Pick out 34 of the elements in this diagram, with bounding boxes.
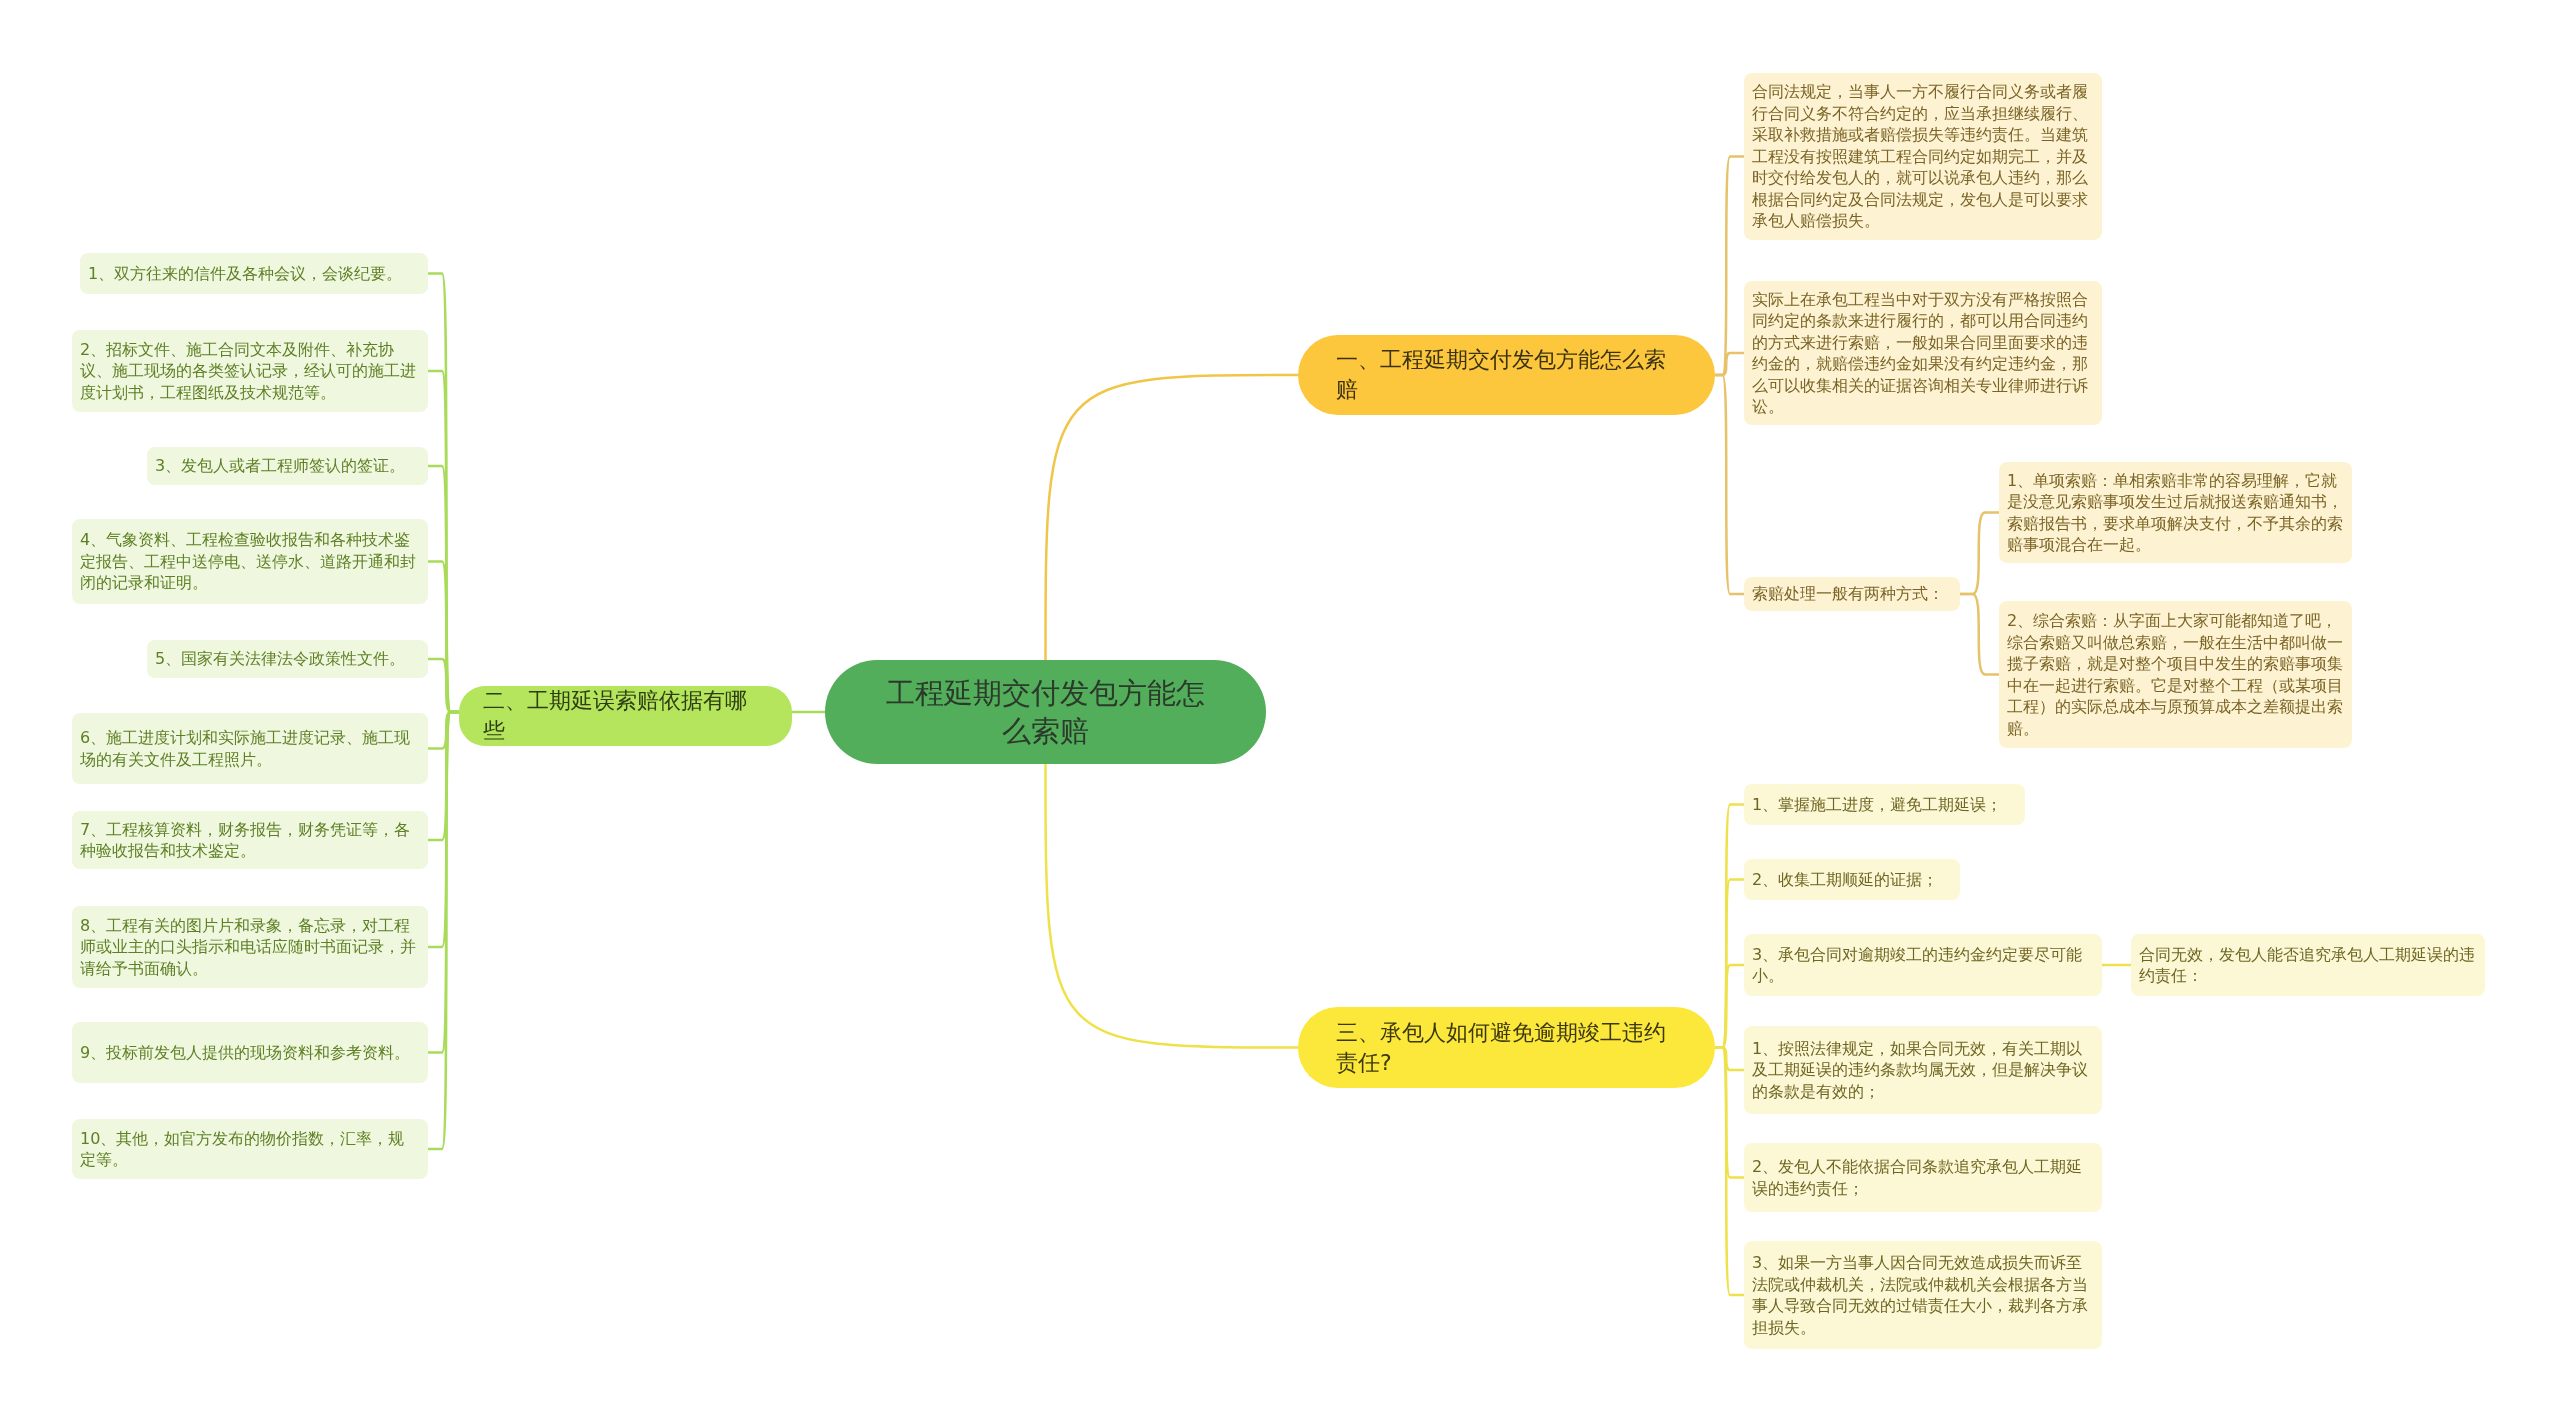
connector-line (1715, 373, 1744, 596)
connector-line (1044, 373, 1298, 660)
note-card: 5、国家有关法律法令政策性文件。 (147, 640, 428, 678)
note-card: 7、工程核算资料，财务报告，财务凭证等，各种验收报告和技术鉴定。 (72, 811, 428, 869)
branch-pill: 二、工期延误索赔依据有哪些 (459, 686, 792, 746)
note-card: 2、综合索赔：从字面上大家可能都知道了吧，综合索赔又叫做总索赔，一般在生活中都叫做一揽子索赔，就是对整个项目中发生的索赔事项集中在一起进行索赔。它是对整个工程（或某项目工程）的实际总成本与原预算成本之差额提出索赔。 (1999, 601, 2352, 748)
note-card: 2、收集工期顺延的证据； (1744, 859, 1960, 900)
note-card: 10、其他，如官方发布的物价指数，汇率，规定等。 (72, 1119, 428, 1179)
connector-line (428, 710, 459, 1151)
note-card: 1、掌握施工进度，避免工期延误； (1744, 784, 2025, 825)
note-card: 8、工程有关的图片片和录象，备忘录，对工程师或业主的口头指示和电话应随时书面记录，并请给予书面确认。 (72, 906, 428, 988)
note-card: 实际上在承包工程当中对于双方没有严格按照合同约定的条款来进行履行的，都可以用合同违约的方式来进行索赔，一般如果合同里面要求的违约金的，就赔偿违约金如果没有约定违约金，那么可以收集相关的证据咨询相关专业律师进行诉讼。 (1744, 281, 2102, 425)
connector-line (1044, 764, 1298, 1049)
topic-pill: 工程延期交付发包方能怎么索赔 (825, 660, 1266, 764)
note-card: 6、施工进度计划和实际施工进度记录、施工现场的有关文件及工程照片。 (72, 713, 428, 784)
note-card: 2、发包人不能依据合同条款追究承包人工期延误的违约责任； (1744, 1143, 2102, 1212)
note-card: 9、投标前发包人提供的现场资料和参考资料。 (72, 1022, 428, 1083)
note-card: 3、承包合同对逾期竣工的违约金约定要尽可能小。 (1744, 934, 2102, 996)
note-card: 1、单项索赔：单相索赔非常的容易理解，它就是没意见索赔事项发生过后就报送索赔通知书，索赔报告书，要求单项解决支付，不予其余的索赔事项混合在一起。 (1999, 462, 2352, 563)
connector-line (1960, 592, 1999, 676)
note-card: 合同法规定，当事人一方不履行合同义务或者履行合同义务不符合约定的，应当承担继续履行、采取补救措施或者赔偿损失等违约责任。当建筑工程没有按照建筑工程合同约定如期完工，并及时交付给发包人的，就可以说承包人违约，那么根据合同约定及合同法规定，发包人是可以要求承包人赔偿损失。 (1744, 73, 2102, 240)
connector-line (792, 710, 825, 714)
branch-pill: 三、承包人如何避免逾期竣工违约责任? (1298, 1007, 1715, 1088)
note-card: 3、如果一方当事人因合同无效造成损失而诉至法院或仲裁机关，法院或仲裁机关会根据各方当事人导致合同无效的过错责任大小，裁判各方承担损失。 (1744, 1241, 2102, 1349)
note-card: 2、招标文件、施工合同文本及附件、补充协议、施工现场的各类签认记录，经认可的施工进度计划书，工程图纸及技术规范等。 (72, 330, 428, 412)
connector-line (1715, 1046, 1744, 1297)
note-card: 4、气象资料、工程检查验收报告和各种技术鉴定报告、工程中送停电、送停水、道路开通和封闭的记录和证明。 (72, 519, 428, 604)
connector-line (2102, 963, 2131, 967)
note-card: 1、双方往来的信件及各种会议，会谈纪要。 (80, 253, 428, 294)
branch-pill: 一、工程延期交付发包方能怎么索赔 (1298, 335, 1715, 415)
note-card: 索赔处理一般有两种方式： (1744, 577, 1960, 611)
note-card: 1、按照法律规定，如果合同无效，有关工期以及工期延误的违约条款均属无效，但是解决争议的条款是有效的； (1744, 1026, 2102, 1114)
note-card: 合同无效，发包人能否追究承包人工期延误的违约责任： (2131, 934, 2485, 996)
note-card: 3、发包人或者工程师签认的签证。 (147, 447, 428, 485)
